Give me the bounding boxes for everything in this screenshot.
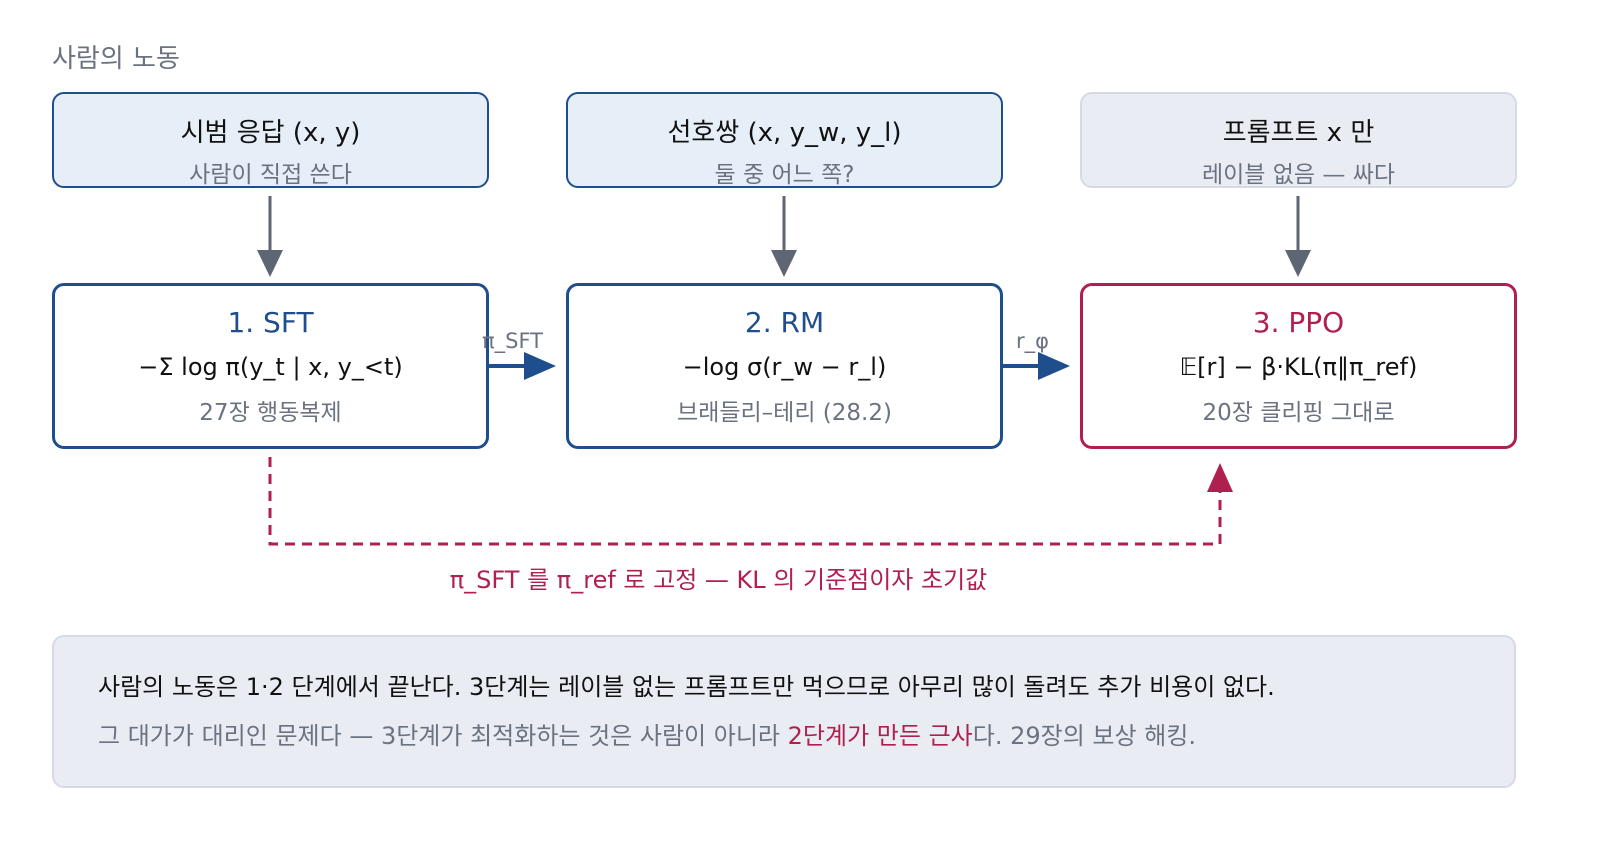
callout-line-1: 사람의 노동은 1·2 단계에서 끝난다. 3단계는 레이블 없는 프롬프트만 …	[98, 673, 1275, 701]
callout-line-2-pre: 그 대가가 대리인 문제다 — 3단계가 최적화하는 것은 사람이 아니라	[98, 722, 788, 750]
arrow-sft-to-rm	[489, 352, 556, 380]
data-box-title: 선호쌍 (x, y_w, y_l)	[667, 118, 902, 148]
stage-note: 20장 클리핑 그대로	[1202, 400, 1395, 426]
edge-label-pi-sft: π_SFT	[482, 329, 544, 353]
data-box-title: 프롬프트 x 만	[1222, 118, 1375, 148]
data-box-title: 시범 응답 (x, y)	[180, 118, 361, 148]
stage-title: 3. PPO	[1252, 306, 1345, 339]
data-box-subtitle: 둘 중 어느 쪽?	[714, 162, 855, 188]
down-arrow-3	[1285, 196, 1311, 277]
down-arrow-2	[771, 196, 797, 277]
stage-title: 1. SFT	[227, 306, 314, 339]
freeze-reference-path	[268, 457, 1233, 546]
stage-note: 브래들리–테리 (28.2)	[677, 400, 892, 426]
stage-title: 2. RM	[744, 306, 825, 339]
freeze-label: π_SFT 를 π_ref 로 고정 — KL 의 기준점이자 초기값	[449, 566, 988, 594]
summary-callout: 사람의 노동은 1·2 단계에서 끝난다. 3단계는 레이블 없는 프롬프트만 …	[52, 635, 1516, 788]
stage-formula: 𝔼[r] − β·KL(π‖π_ref)	[1179, 353, 1418, 381]
data-box-prompts-only: 프롬프트 x 만 레이블 없음 — 싸다	[1080, 92, 1517, 188]
stage-formula: −log σ(r_w − r_l)	[682, 353, 887, 381]
data-box-demonstrations: 시범 응답 (x, y) 사람이 직접 쓴다	[52, 92, 489, 188]
data-box-subtitle: 사람이 직접 쓴다	[189, 162, 352, 188]
data-box-subtitle: 레이블 없음 — 싸다	[1201, 162, 1396, 188]
arrow-rm-to-ppo	[1003, 352, 1070, 380]
callout-line-2-post: 다. 29장의 보상 해킹.	[972, 722, 1196, 750]
data-box-preference-pairs: 선호쌍 (x, y_w, y_l) 둘 중 어느 쪽?	[566, 92, 1003, 188]
callout-highlight: 2단계가 만든 근사	[787, 722, 973, 750]
down-arrow-1	[257, 196, 283, 277]
stage-box-ppo: 3. PPO 𝔼[r] − β·KL(π‖π_ref) 20장 클리핑 그대로	[1080, 283, 1517, 449]
stage-box-rm: 2. RM −log σ(r_w − r_l) 브래들리–테리 (28.2)	[566, 283, 1003, 449]
callout-line-2: 그 대가가 대리인 문제다 — 3단계가 최적화하는 것은 사람이 아니라 2단…	[98, 716, 1514, 751]
edge-label-r-phi: r_φ	[1016, 329, 1049, 353]
stage-formula: −Σ log π(y_t | x, y_<t)	[138, 353, 403, 381]
stage-note: 27장 행동복제	[199, 400, 342, 426]
stage-box-sft: 1. SFT −Σ log π(y_t | x, y_<t) 27장 행동복제	[52, 283, 489, 449]
section-label: 사람의 노동	[52, 44, 180, 74]
